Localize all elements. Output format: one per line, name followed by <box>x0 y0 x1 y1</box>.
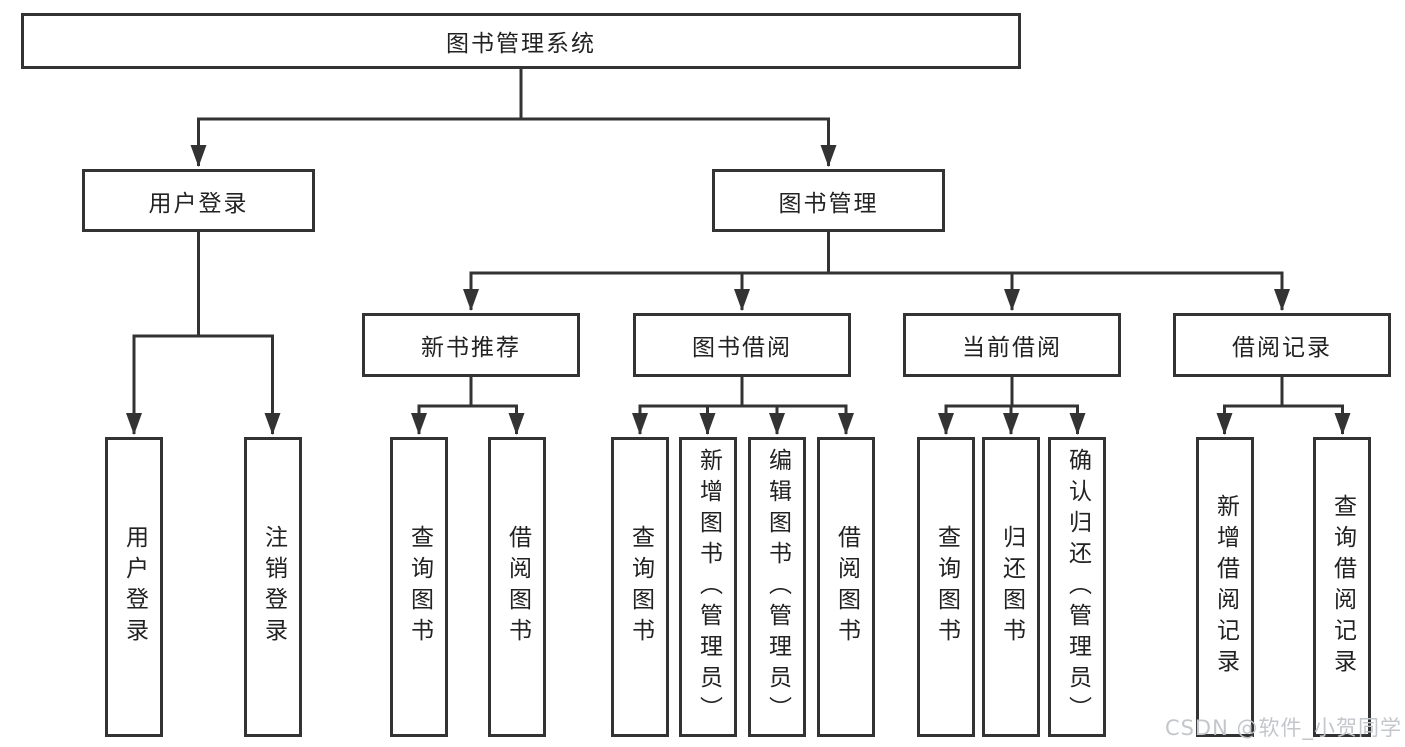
node-current-borrow: 当前借阅 <box>903 313 1121 377</box>
node-book-borrow-label: 图书借阅 <box>692 335 792 361</box>
node-new-book-recommend-label: 新书推荐 <box>421 335 521 361</box>
node-user-login-group-label: 用户登录 <box>148 190 249 217</box>
node-borrow-records-label: 借阅记录 <box>1232 335 1332 361</box>
node-leaf-cb-confirm-return-admin: 确认归还（管理员） <box>1048 437 1106 737</box>
node-leaf-cb-confirm-return-admin-label: 确认归还（管理员） <box>1064 447 1091 727</box>
node-leaf-cb-return-books: 归还图书 <box>982 437 1040 737</box>
node-current-borrow-label: 当前借阅 <box>962 335 1062 361</box>
node-leaf-nbr-query-books-label: 查询图书 <box>406 525 433 649</box>
node-leaf-user-login: 用户登录 <box>105 437 163 737</box>
node-leaf-bb-query-books-label: 查询图书 <box>627 525 654 649</box>
node-leaf-user-login-label: 用户登录 <box>121 525 148 649</box>
node-leaf-nbr-borrow-books: 借阅图书 <box>488 437 546 737</box>
node-leaf-bb-borrow-books: 借阅图书 <box>817 437 875 737</box>
node-borrow-records: 借阅记录 <box>1173 313 1391 377</box>
node-leaf-bb-edit-books-admin-label: 编辑图书（管理员） <box>764 447 791 727</box>
node-leaf-br-query-record: 查询借阅记录 <box>1313 437 1371 737</box>
node-leaf-bb-borrow-books-label: 借阅图书 <box>833 525 860 649</box>
node-leaf-cb-return-books-label: 归还图书 <box>998 525 1025 649</box>
csdn-watermark: CSDN @软件_小贺同学 <box>1164 716 1402 740</box>
node-leaf-br-add-record-label: 新增借阅记录 <box>1212 494 1239 680</box>
node-book-management-group: 图书管理 <box>712 169 945 232</box>
node-new-book-recommend: 新书推荐 <box>362 313 580 377</box>
node-leaf-cb-query-books-label: 查询图书 <box>933 525 960 649</box>
node-leaf-nbr-query-books: 查询图书 <box>390 437 448 737</box>
node-leaf-br-query-record-label: 查询借阅记录 <box>1329 494 1356 680</box>
node-root-system: 图书管理系统 <box>21 13 1021 69</box>
node-leaf-bb-add-books-admin: 新增图书（管理员） <box>679 437 737 737</box>
node-leaf-logout-label: 注销登录 <box>260 525 287 649</box>
node-book-management-group-label: 图书管理 <box>778 190 879 217</box>
node-leaf-logout: 注销登录 <box>244 437 302 737</box>
node-user-login-group: 用户登录 <box>82 169 315 232</box>
node-leaf-cb-query-books: 查询图书 <box>917 437 975 737</box>
node-root-system-label: 图书管理系统 <box>446 31 596 57</box>
node-leaf-bb-edit-books-admin: 编辑图书（管理员） <box>748 437 806 737</box>
node-book-borrow: 图书借阅 <box>633 313 851 377</box>
node-leaf-bb-add-books-admin-label: 新增图书（管理员） <box>695 447 722 727</box>
node-leaf-bb-query-books: 查询图书 <box>611 437 669 737</box>
node-leaf-br-add-record: 新增借阅记录 <box>1196 437 1254 737</box>
node-leaf-nbr-borrow-books-label: 借阅图书 <box>504 525 531 649</box>
